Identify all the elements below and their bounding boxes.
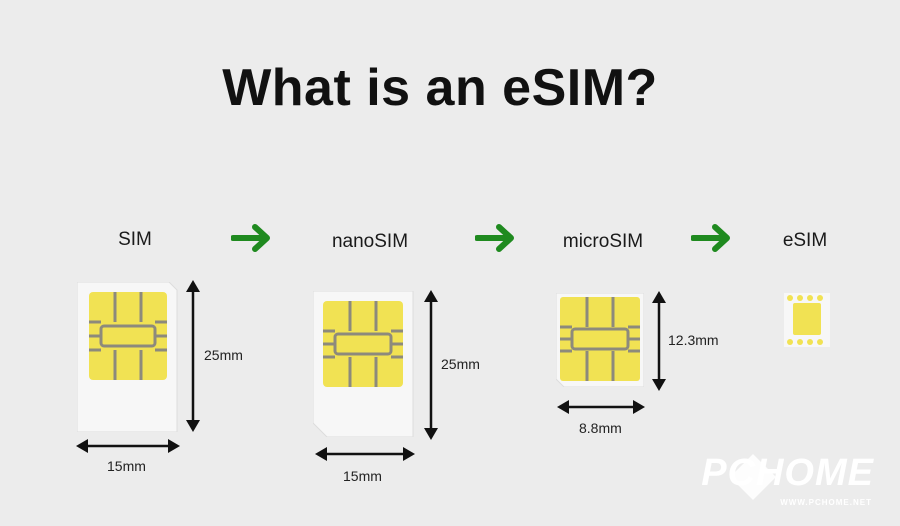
width-measure [315, 447, 415, 461]
page-title: What is an eSIM? [222, 59, 658, 117]
arrow-icon [691, 224, 730, 252]
label-esim: eSIM [782, 230, 828, 251]
height-measure [186, 280, 200, 432]
width-measure [557, 400, 645, 414]
height-label: 25mm [204, 347, 243, 363]
width-label: 15mm [107, 458, 146, 474]
width-measure [76, 439, 180, 453]
microsim-card-image [556, 293, 644, 387]
height-label: 12.3mm [668, 332, 719, 348]
esim-chip-image [784, 293, 830, 347]
width-label: 8.8mm [579, 420, 622, 436]
height-measure [424, 290, 438, 440]
height-measure [652, 291, 666, 391]
nanosim-card-image [313, 291, 414, 437]
label-microsim: microSIM [562, 231, 644, 252]
width-label: 15mm [343, 468, 382, 484]
arrow-icon [231, 224, 270, 252]
label-nanosim: nanoSIM [331, 231, 409, 252]
height-label: 25mm [441, 356, 480, 372]
watermark-url: WWW.PCHOME.NET [780, 498, 872, 507]
arrow-icon [475, 224, 514, 252]
pchome-logo-icon [730, 454, 776, 500]
pchome-watermark: PCHOME WWW.PCHOME.NET [701, 452, 890, 512]
watermark-brand: PCHOME [701, 452, 874, 494]
sim-card-image [77, 282, 178, 432]
label-sim: SIM [118, 229, 152, 250]
